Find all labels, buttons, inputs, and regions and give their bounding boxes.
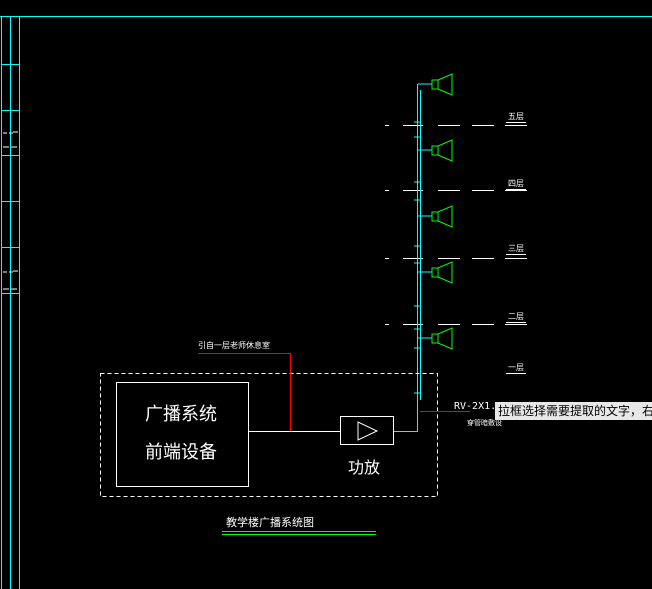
speaker-icon-2 (418, 261, 453, 284)
front-end-label-line1: 广播系统 (145, 404, 217, 425)
floor-label-5: 五层 (508, 112, 524, 121)
speaker-symbols (418, 73, 453, 350)
amplifier-triangle-icon (357, 421, 379, 441)
diagram-title: 教学楼广播系统图 (226, 515, 314, 529)
title-block-marks (3, 131, 18, 290)
floor-label-3: 三层 (508, 244, 524, 253)
feed-label: 引自一层老师休息室 (198, 340, 270, 350)
floor-lines (385, 125, 527, 325)
speaker-icon-3 (418, 205, 453, 228)
amplifier-label: 功放 (348, 458, 380, 477)
amp-to-riser (394, 400, 418, 432)
feed-lines (198, 353, 470, 431)
front-end-label-line2: 前端设备 (145, 442, 217, 463)
floor-label-4: 四层 (508, 179, 524, 188)
floor-labels: 五层 四层 三层 二层 一层 (506, 112, 526, 374)
equipment-enclosure (100, 373, 438, 497)
cable-sub-label: 穿管暗敷设 (467, 418, 502, 427)
floor-label-2: 二层 (508, 312, 524, 321)
speaker-icon-5 (418, 73, 453, 96)
text-extract-tooltip: 拉框选择需要提取的文字，右键确认 (495, 402, 652, 420)
speaker-icon-1 (418, 327, 453, 350)
drawing-frame (0, 16, 652, 589)
floor-label-1: 一层 (508, 363, 524, 372)
riser-cable (414, 84, 421, 430)
amplifier-box (340, 416, 394, 445)
front-end-box (116, 382, 249, 487)
speaker-icon-4 (418, 139, 453, 162)
title-underline (222, 531, 376, 535)
